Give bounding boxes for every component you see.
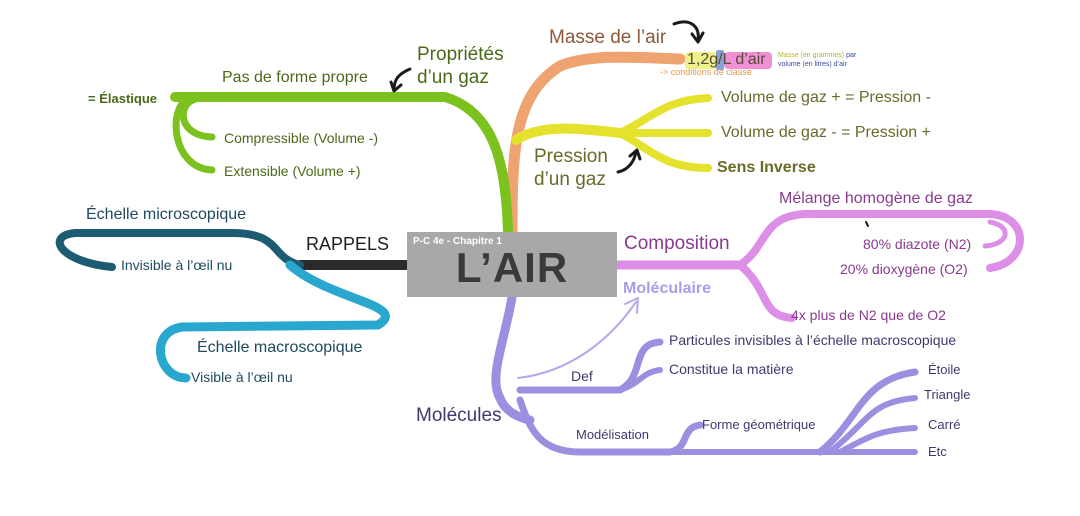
def-item-1: Particules invisibles à l’échelle macros… bbox=[669, 332, 957, 348]
branch-molecules bbox=[491, 292, 535, 425]
masse-value: 1,2g/L d’air bbox=[687, 52, 766, 68]
branch-pression bbox=[511, 123, 625, 145]
molecules-title: Molécules bbox=[416, 405, 502, 426]
branch-shape-1 bbox=[816, 368, 919, 456]
branch-melange bbox=[736, 209, 1024, 272]
diazote-label: 80% diazote (N2) bbox=[863, 236, 972, 252]
central-title: L’AIR bbox=[455, 244, 569, 291]
shape-etoile: Étoile bbox=[928, 362, 961, 377]
branch-shape-3 bbox=[837, 425, 918, 455]
highlight-blue bbox=[716, 50, 724, 70]
masse-value-grams: 1,2g bbox=[687, 51, 719, 68]
branch-masse bbox=[506, 51, 686, 238]
branch-pression-1 bbox=[616, 94, 712, 137]
ratio-label: 4x plus de N2 que de O2 bbox=[791, 307, 946, 323]
extensible-label: Extensible (Volume +) bbox=[224, 163, 361, 179]
elastique-label: = Élastique bbox=[88, 91, 157, 106]
masse-title: Masse de l’air bbox=[549, 27, 667, 48]
conditions-label: -> conditions de classe bbox=[660, 67, 752, 77]
branch-shape-2 bbox=[827, 395, 918, 455]
moleculaire-label: Moléculaire bbox=[623, 280, 712, 297]
chapter-subtitle: P-C 4e - Chapitre 1 bbox=[413, 236, 502, 247]
shape-triangle: Triangle bbox=[924, 387, 971, 402]
proprietes-title-1: Propriétés bbox=[417, 44, 504, 65]
branch-def-2 bbox=[617, 367, 663, 393]
masse-value-litre: L d’air bbox=[722, 51, 766, 68]
shape-etc: Etc bbox=[928, 444, 947, 459]
branch-pression-3 bbox=[616, 129, 712, 172]
arrow-proprietes-head bbox=[389, 80, 403, 93]
dioxygene-label: 20% dioxygène (O2) bbox=[840, 261, 968, 277]
pression-item-1: Volume de gaz + = Pression - bbox=[721, 89, 931, 106]
def-item-2: Constitue la matière bbox=[669, 361, 794, 377]
branch-micro bbox=[55, 229, 304, 271]
branch-compressible bbox=[179, 94, 216, 141]
highlight-yellow bbox=[685, 52, 722, 69]
forme-geometrique-label: Forme géométrique bbox=[702, 417, 816, 432]
arrow-masse-head bbox=[690, 31, 705, 44]
pression-title-1: Pression bbox=[534, 146, 608, 167]
arrow-masse bbox=[672, 20, 700, 42]
melange-label: Mélange homogène de gaz bbox=[779, 190, 973, 207]
mark-melange bbox=[865, 221, 869, 227]
branch-proprietes bbox=[170, 92, 513, 237]
center-node[interactable]: P-C 4e - Chapitre 1 L’AIR bbox=[407, 232, 617, 297]
arrow-pression bbox=[616, 150, 638, 174]
pression-item-3: Sens Inverse bbox=[717, 159, 816, 176]
macro-label: Échelle macroscopique bbox=[197, 339, 363, 356]
branch-modelisation bbox=[516, 396, 704, 456]
def-label: Def bbox=[571, 368, 593, 384]
highlight-pink bbox=[724, 52, 772, 69]
masse-note-par: par bbox=[844, 52, 857, 59]
branch-extensible bbox=[172, 94, 216, 174]
masse-note-grams: Masse (en grammes) bbox=[778, 52, 845, 59]
masse-value-slash: / bbox=[718, 51, 723, 68]
micro-detail: Invisible à l’œil nu bbox=[121, 257, 233, 273]
pression-item-2: Volume de gaz - = Pression + bbox=[721, 124, 931, 141]
proprietes-title-2: d’un gaz bbox=[417, 67, 489, 88]
shape-carre: Carré bbox=[928, 417, 961, 432]
arrow-pression-head bbox=[628, 148, 642, 161]
arrow-moleculaire-head bbox=[624, 297, 639, 314]
forme-propre-label: Pas de forme propre bbox=[222, 69, 368, 86]
branch-melange-inner bbox=[982, 219, 1008, 249]
masse-note-2: volume (en litres) d’air bbox=[778, 61, 847, 68]
modelisation-label: Modélisation bbox=[576, 427, 649, 442]
micro-label: Échelle microscopique bbox=[86, 206, 247, 223]
arrow-moleculaire bbox=[517, 301, 637, 379]
branch-ratio bbox=[736, 261, 796, 322]
branch-macro bbox=[155, 260, 390, 383]
composition-title: Composition bbox=[624, 233, 730, 254]
macro-detail: Visible à l’œil nu bbox=[191, 369, 293, 385]
rappels-title: RAPPELS bbox=[306, 234, 390, 254]
pression-title-2: d’un gaz bbox=[534, 169, 606, 190]
arrow-proprietes bbox=[392, 67, 412, 92]
compressible-label: Compressible (Volume -) bbox=[224, 130, 379, 146]
masse-note-1: Masse (en grammes) par bbox=[778, 52, 856, 59]
